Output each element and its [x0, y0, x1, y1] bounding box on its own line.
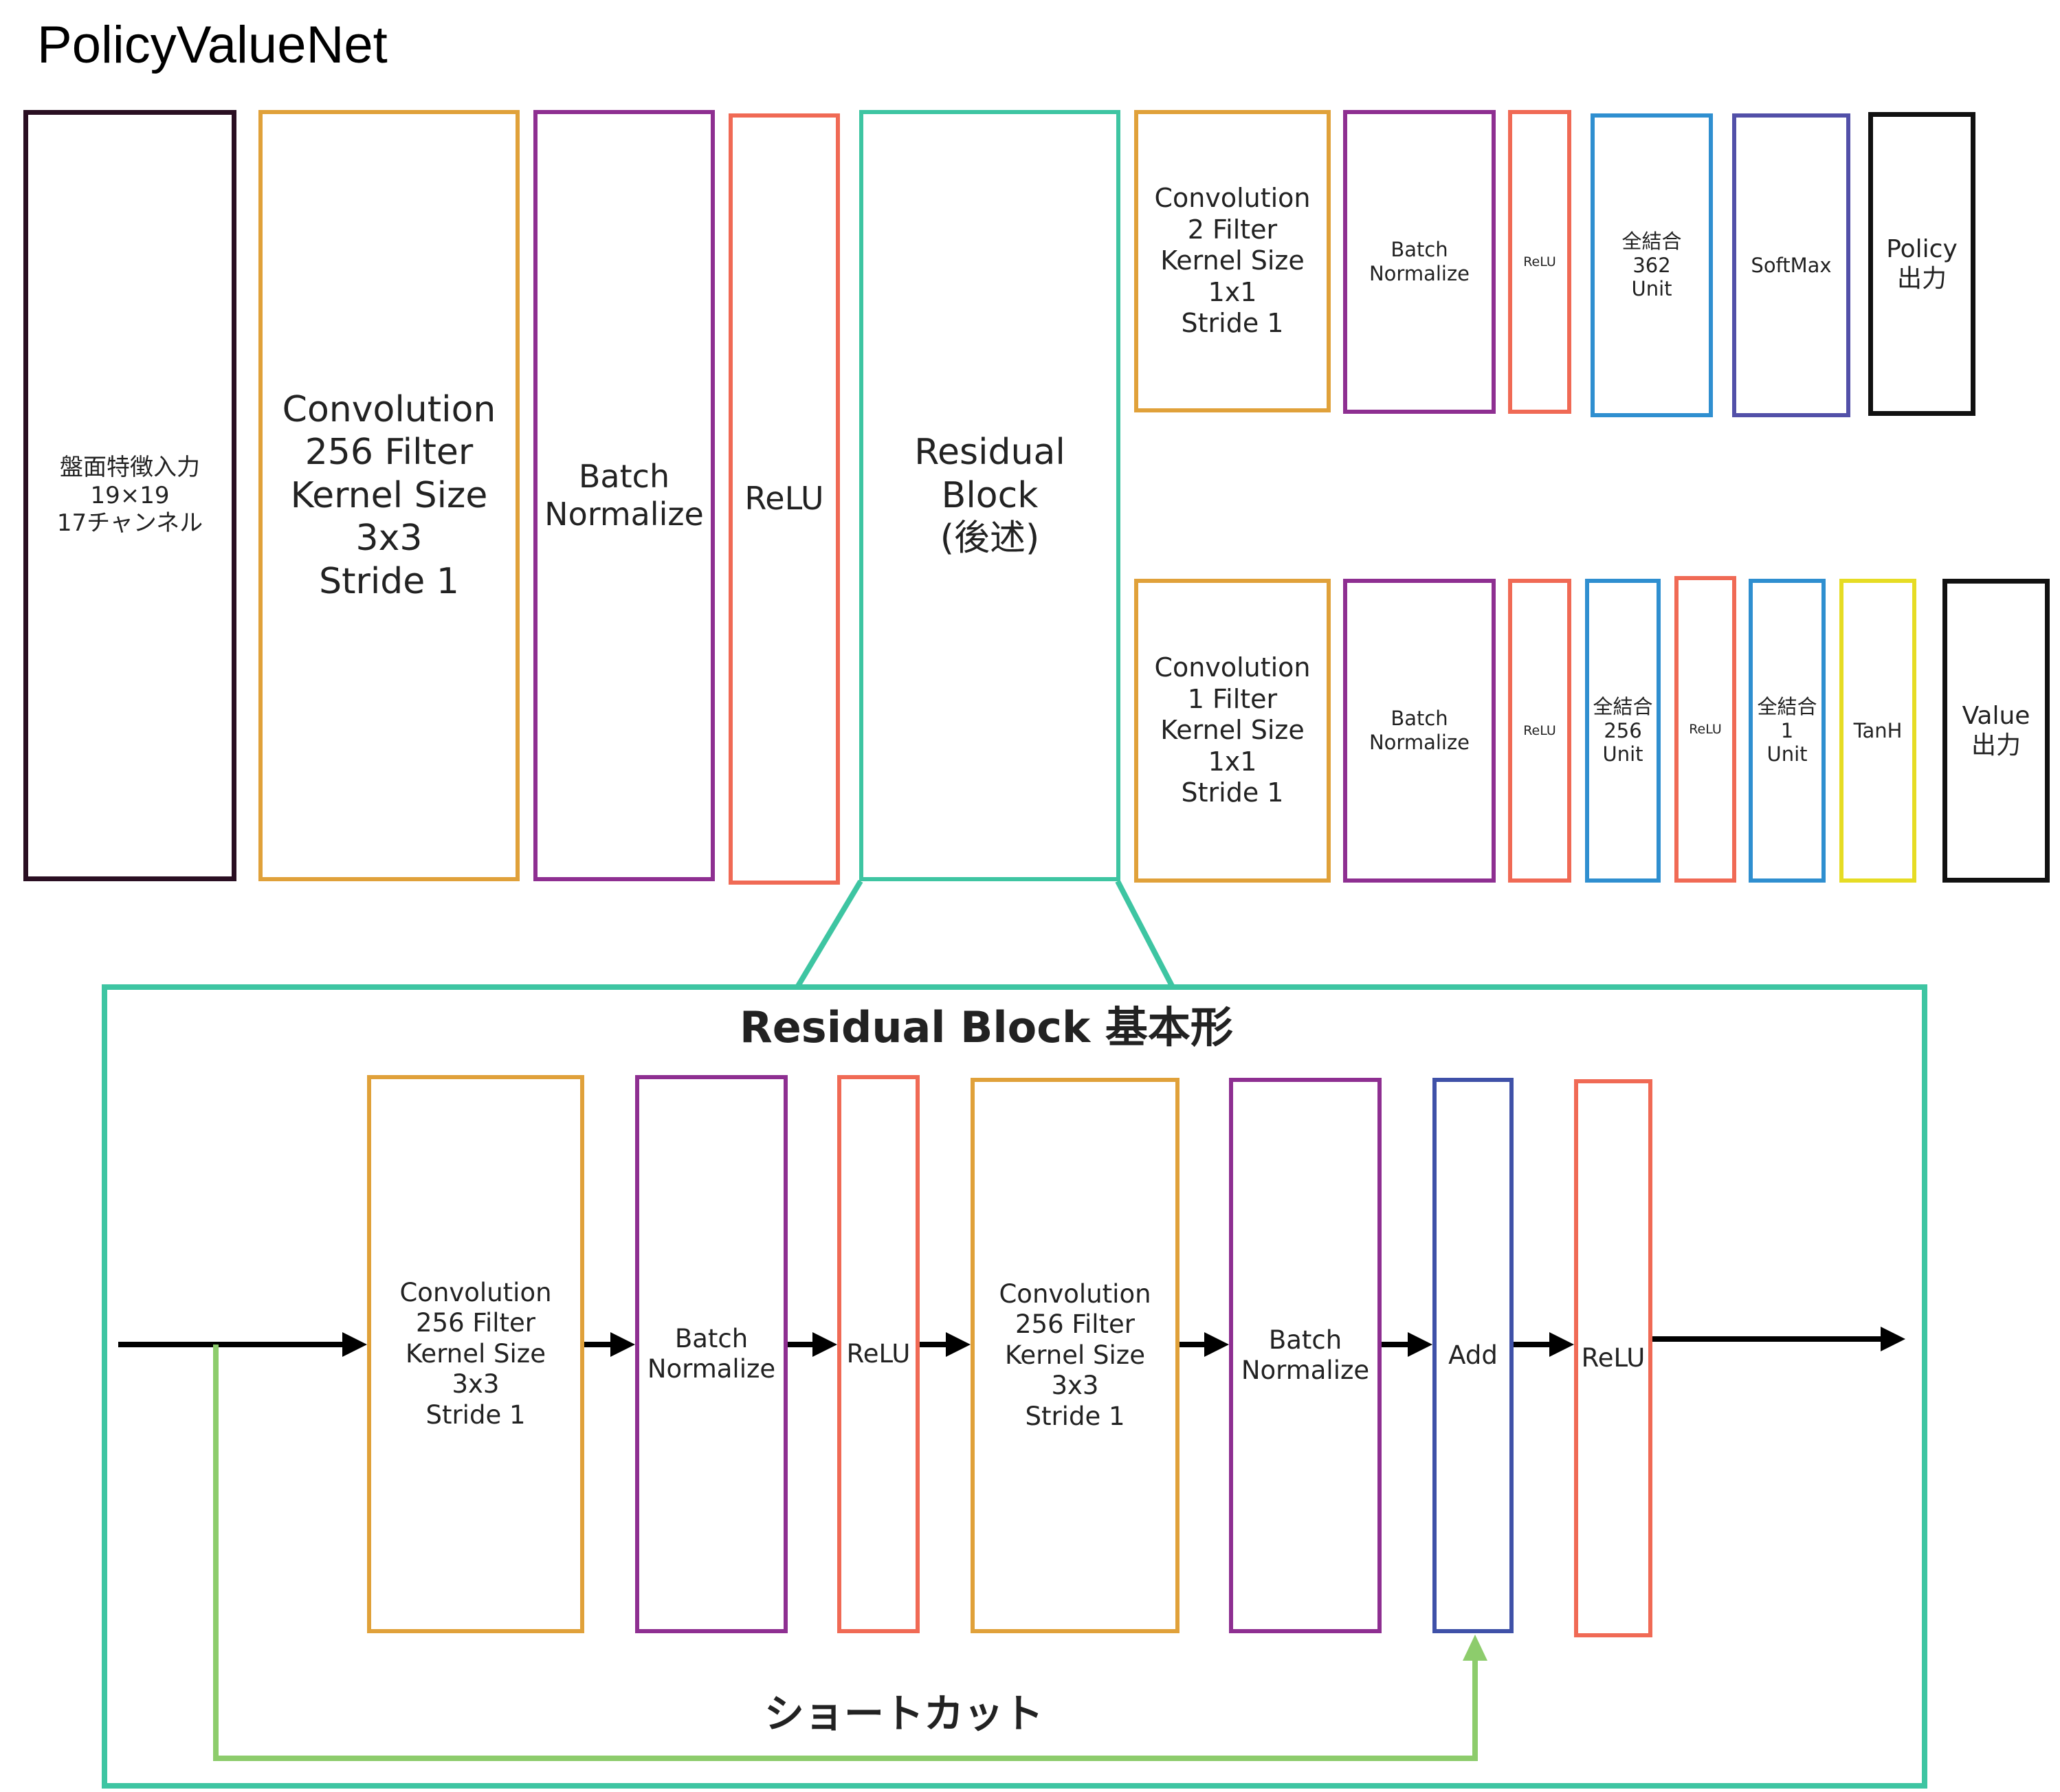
residual-r-bn1-block-label: Batch Normalize — [647, 1323, 776, 1384]
policy-p-fc-block-label: 全結合 362 Unit — [1621, 229, 1682, 301]
flow-arrow-head — [1204, 1332, 1229, 1357]
residual-r-bn2-block: Batch Normalize — [1229, 1078, 1382, 1633]
main-input-block: 盤面特徴入力 19×19 17チャンネル — [23, 110, 236, 881]
residual-r-conv1-block-label: Convolution 256 Filter Kernel Size 3x3 S… — [399, 1278, 552, 1430]
residual-r-conv2-block: Convolution 256 Filter Kernel Size 3x3 S… — [971, 1078, 1179, 1633]
value-v-conv-block-label: Convolution 1 Filter Kernel Size 1x1 Str… — [1154, 652, 1311, 808]
shortcut-arrow-head — [1463, 1635, 1487, 1661]
main-bn-block: Batch Normalize — [533, 110, 715, 881]
shortcut-label: ショートカット — [764, 1690, 1044, 1737]
residual-r-relu2-block-label: ReLU — [1581, 1342, 1646, 1373]
main-resblock-block-label: Residual Block (後述) — [914, 432, 1065, 560]
policy-p-conv-block-label: Convolution 2 Filter Kernel Size 1x1 Str… — [1154, 183, 1311, 339]
main-conv-block-label: Convolution 256 Filter Kernel Size 3x3 S… — [282, 389, 496, 602]
flow-arrow-head — [812, 1332, 837, 1357]
policy-p-out-block-label: Policy 出力 — [1886, 234, 1958, 293]
residual-r-bn1-block: Batch Normalize — [635, 1075, 788, 1633]
flow-arrow-head — [1881, 1327, 1905, 1351]
zoom-line-left — [795, 879, 863, 989]
main-relu-block-label: ReLU — [744, 480, 824, 518]
residual-block-title: Residual Block 基本形 — [740, 1002, 1233, 1052]
value-v-fc1-block-label: 全結合 256 Unit — [1593, 694, 1653, 766]
policy-p-conv-block: Convolution 2 Filter Kernel Size 1x1 Str… — [1134, 110, 1331, 412]
flow-arrow-head — [1549, 1332, 1574, 1357]
main-bn-block-label: Batch Normalize — [544, 457, 704, 533]
value-v-relu2-block: ReLU — [1674, 576, 1736, 883]
value-v-bn-block: Batch Normalize — [1343, 579, 1496, 883]
value-v-conv-block: Convolution 1 Filter Kernel Size 1x1 Str… — [1134, 579, 1331, 883]
residual-detail-frame — [102, 984, 1927, 1789]
value-v-out-block-label: Value 出力 — [1962, 701, 2030, 760]
policy-p-fc-block: 全結合 362 Unit — [1591, 113, 1713, 417]
residual-r-relu1-block-label: ReLU — [846, 1338, 911, 1369]
main-input-block-label: 盤面特徴入力 19×19 17チャンネル — [56, 453, 203, 538]
zoom-line-right — [1115, 880, 1175, 988]
main-relu-block: ReLU — [729, 113, 840, 885]
policy-p-bn-block-label: Batch Normalize — [1369, 238, 1470, 285]
main-conv-block: Convolution 256 Filter Kernel Size 3x3 S… — [258, 110, 520, 881]
shortcut-connector — [213, 1345, 1478, 1761]
value-v-relu1-block: ReLU — [1508, 579, 1571, 883]
main-resblock-block: Residual Block (後述) — [859, 110, 1120, 881]
flow-arrow-head — [946, 1332, 971, 1357]
residual-r-conv1-block: Convolution 256 Filter Kernel Size 3x3 S… — [367, 1075, 584, 1633]
policy-p-out-block: Policy 出力 — [1868, 112, 1975, 416]
residual-r-add-block-label: Add — [1448, 1340, 1498, 1370]
value-v-out-block: Value 出力 — [1942, 579, 2050, 883]
diagram-title: PolicyValueNet — [37, 16, 388, 74]
residual-r-relu2-block: ReLU — [1574, 1079, 1652, 1637]
value-v-relu2-block-label: ReLU — [1689, 721, 1722, 737]
policy-p-softmax-block-label: SoftMax — [1751, 253, 1832, 277]
value-v-tanh-block-label: TanH — [1853, 718, 1903, 742]
residual-r-bn2-block-label: Batch Normalize — [1241, 1325, 1370, 1385]
value-v-bn-block-label: Batch Normalize — [1369, 707, 1470, 754]
policy-p-bn-block: Batch Normalize — [1343, 110, 1496, 414]
value-v-fc2-block: 全結合 1 Unit — [1749, 579, 1826, 883]
value-v-fc2-block-label: 全結合 1 Unit — [1757, 694, 1817, 766]
value-v-relu1-block-label: ReLU — [1523, 722, 1556, 738]
flow-arrow-head — [342, 1332, 367, 1357]
policy-p-relu-block: ReLU — [1508, 110, 1571, 414]
residual-r-relu1-block: ReLU — [837, 1075, 920, 1633]
policy-p-relu-block-label: ReLU — [1523, 254, 1556, 269]
policy-p-softmax-block: SoftMax — [1732, 113, 1850, 417]
flow-arrow-head — [1408, 1332, 1432, 1357]
flow-arrow-head — [610, 1332, 635, 1357]
residual-r-conv2-block-label: Convolution 256 Filter Kernel Size 3x3 S… — [999, 1279, 1151, 1431]
value-v-fc1-block: 全結合 256 Unit — [1585, 579, 1661, 883]
residual-r-add-block: Add — [1432, 1078, 1514, 1633]
value-v-tanh-block: TanH — [1839, 579, 1916, 883]
